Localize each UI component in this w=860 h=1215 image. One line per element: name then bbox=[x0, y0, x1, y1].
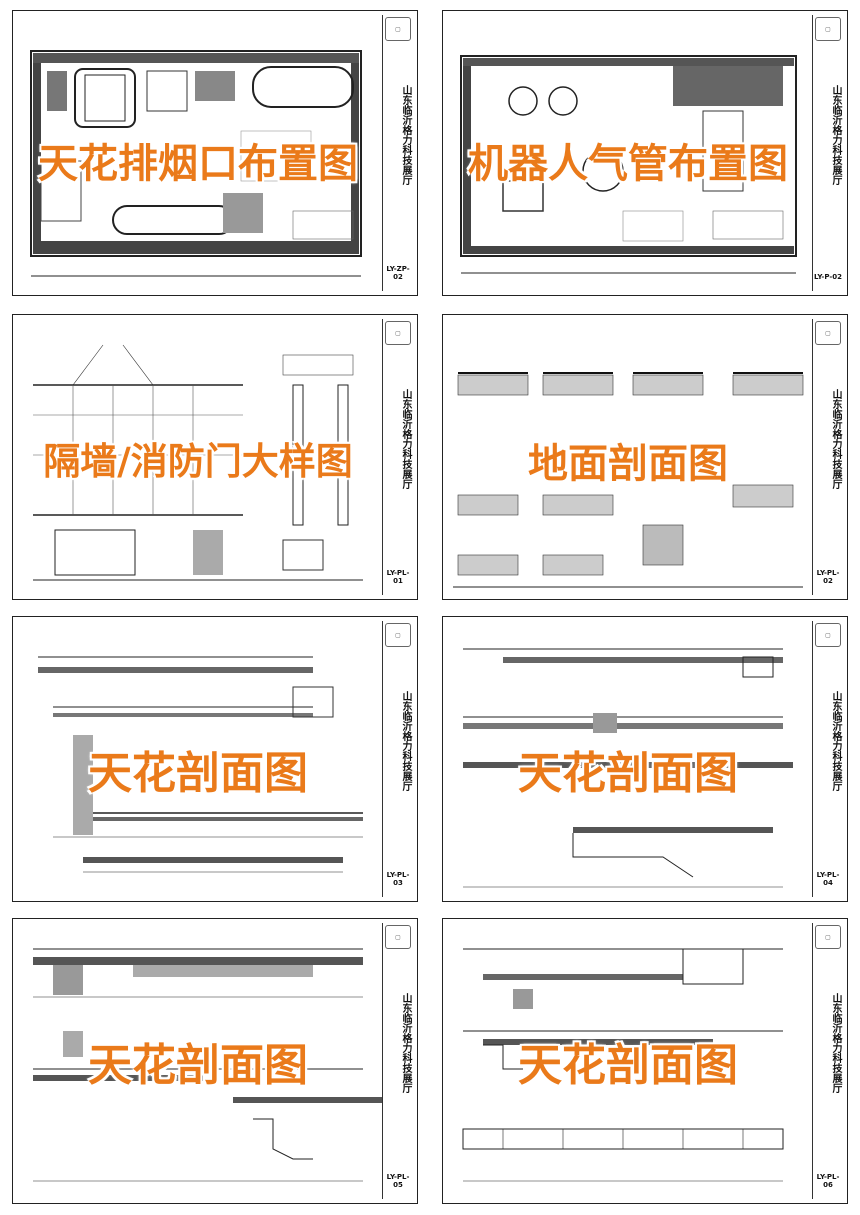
sheet-title-overlay: 地面剖面图 bbox=[528, 441, 728, 487]
company-logo-icon: ▢ bbox=[385, 321, 411, 345]
floor-plan-drawing bbox=[460, 55, 797, 274]
project-name: 山东临沂格力科技展厅 bbox=[400, 389, 411, 489]
drawing-sheet-7: ▢ 山东临沂格力科技展厅 LY-PL-05 天花剖面图 bbox=[12, 918, 418, 1204]
ceiling-section-drawing bbox=[463, 648, 793, 888]
title-block: ▢ 山东临沂格力科技展厅 LY-PL-04 bbox=[812, 621, 843, 897]
company-logo-icon: ▢ bbox=[385, 925, 411, 949]
sheet-code: LY-PL-04 bbox=[816, 871, 840, 887]
company-logo-icon: ▢ bbox=[815, 321, 841, 345]
title-block: ▢ 山东临沂格力科技展厅 LY-P-02 bbox=[812, 15, 843, 291]
title-block: ▢ 山东临沂格力科技展厅 LY-PL-01 bbox=[382, 319, 413, 595]
project-name: 山东临沂格力科技展厅 bbox=[400, 993, 411, 1093]
title-block: ▢ 山东临沂格力科技展厅 LY-PL-02 bbox=[812, 319, 843, 595]
company-logo-icon: ▢ bbox=[815, 925, 841, 949]
sheet-title-overlay: 天花剖面图 bbox=[518, 748, 738, 799]
floor-plan-drawing bbox=[30, 50, 362, 277]
sheet-title-overlay: 隔墙/消防门大样图 bbox=[43, 440, 353, 483]
project-name: 山东临沂格力科技展厅 bbox=[830, 993, 841, 1093]
sheet-title-overlay: 机器人气管布置图 bbox=[468, 141, 788, 187]
drawing-sheet-8: ▢ 山东临沂格力科技展厅 LY-PL-06 天花剖面图 bbox=[442, 918, 848, 1204]
sheet-code: LY-PL-01 bbox=[386, 569, 410, 585]
title-block: ▢ 山东临沂格力科技展厅 LY-PL-05 bbox=[382, 923, 413, 1199]
sheet-code: LY-ZP-02 bbox=[386, 265, 410, 281]
company-logo-icon: ▢ bbox=[385, 623, 411, 647]
floor-section-drawing bbox=[453, 372, 804, 588]
drawing-sheet-4: ▢ 山东临沂格力科技展厅 LY-PL-02 地面剖面图 bbox=[442, 314, 848, 600]
company-logo-icon: ▢ bbox=[385, 17, 411, 41]
sheet-code: LY-PL-05 bbox=[386, 1173, 410, 1189]
company-logo-icon: ▢ bbox=[815, 17, 841, 41]
project-name: 山东临沂格力科技展厅 bbox=[830, 691, 841, 791]
drawing-sheet-1: ▢ 山东临沂格力科技展厅 LY-ZP-02 天花排烟口布置图 bbox=[12, 10, 418, 296]
project-name: 山东临沂格力科技展厅 bbox=[400, 691, 411, 791]
sheet-title-overlay: 天花剖面图 bbox=[88, 1040, 308, 1091]
ceiling-section-drawing bbox=[462, 948, 784, 1182]
project-name: 山东临沂格力科技展厅 bbox=[400, 85, 411, 185]
project-name: 山东临沂格力科技展厅 bbox=[830, 389, 841, 489]
sheet-code: LY-P-02 bbox=[814, 273, 842, 281]
sheet-title-overlay: 天花剖面图 bbox=[518, 1040, 738, 1091]
company-logo-icon: ▢ bbox=[815, 623, 841, 647]
title-block: ▢ 山东临沂格力科技展厅 LY-ZP-02 bbox=[382, 15, 413, 291]
project-name: 山东临沂格力科技展厅 bbox=[830, 85, 841, 185]
drawing-sheet-5: ▢ 山东临沂格力科技展厅 LY-PL-03 天花剖面图 bbox=[12, 616, 418, 902]
sheet-code: LY-PL-02 bbox=[816, 569, 840, 585]
title-block: ▢ 山东临沂格力科技展厅 LY-PL-06 bbox=[812, 923, 843, 1199]
sheet-code: LY-PL-03 bbox=[386, 871, 410, 887]
drawing-sheet-3: ▢ 山东临沂格力科技展厅 LY-PL-01 隔墙/消防门大样图 bbox=[12, 314, 418, 600]
sheet-title-overlay: 天花剖面图 bbox=[88, 748, 308, 799]
drawing-sheet-2: ▢ 山东临沂格力科技展厅 LY-P-02 机器人气管布置图 bbox=[442, 10, 848, 296]
partition-detail-drawing bbox=[33, 344, 363, 581]
ceiling-section-drawing bbox=[38, 656, 363, 873]
sheet-title-overlay: 天花排烟口布置图 bbox=[38, 141, 358, 187]
drawing-sheet-6: ▢ 山东临沂格力科技展厅 LY-PL-04 天花剖面图 bbox=[442, 616, 848, 902]
title-block: ▢ 山东临沂格力科技展厅 LY-PL-03 bbox=[382, 621, 413, 897]
ceiling-section-drawing bbox=[33, 948, 383, 1182]
sheet-code: LY-PL-06 bbox=[816, 1173, 840, 1189]
